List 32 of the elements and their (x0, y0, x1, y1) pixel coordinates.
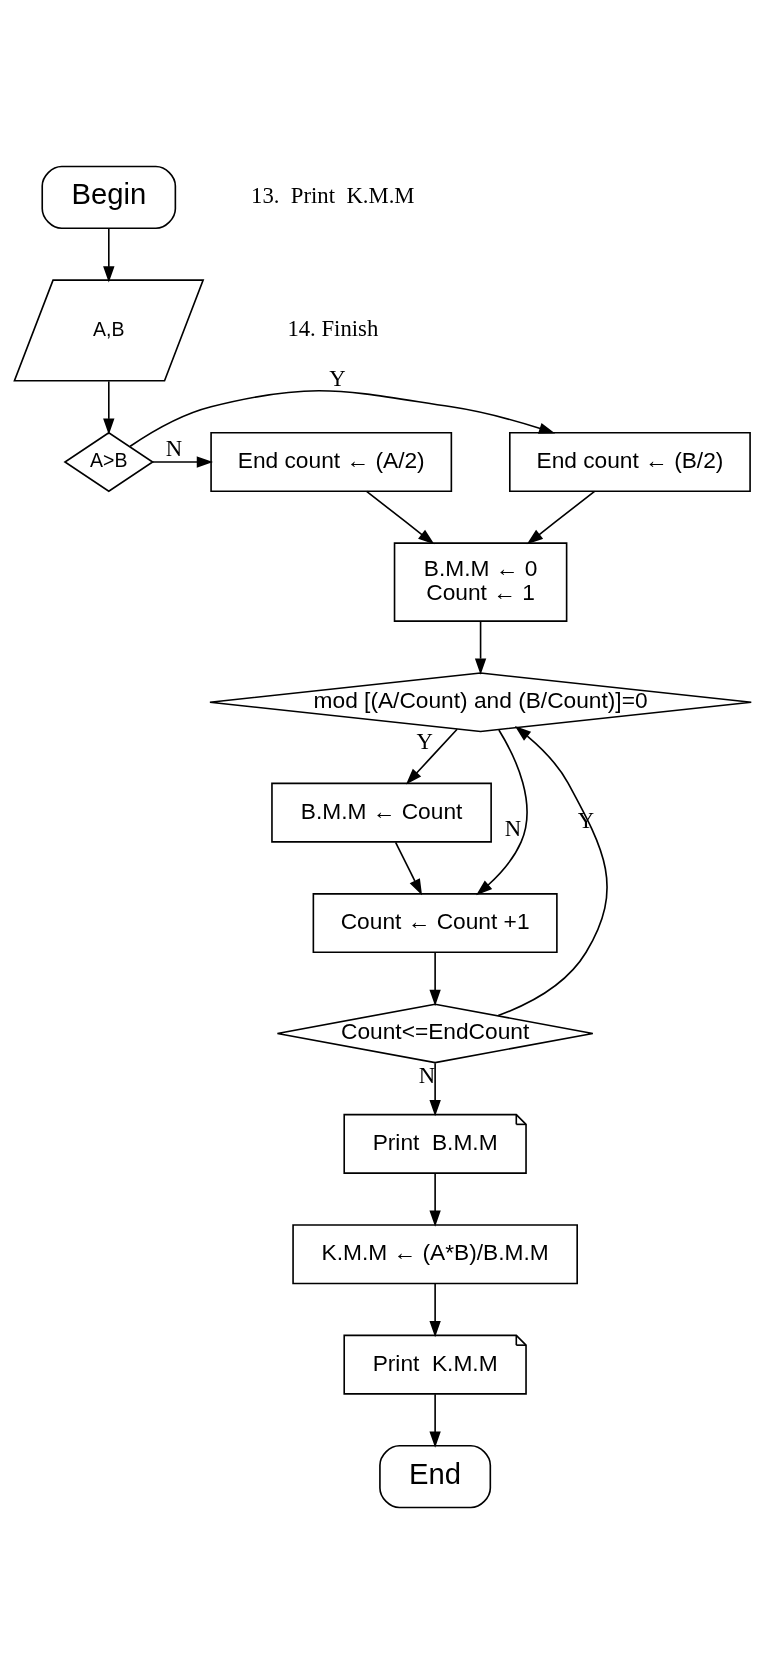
edge-label: N (504, 815, 522, 841)
node-box: Count ← Count +1 (312, 893, 558, 954)
arrow (129, 390, 556, 448)
node-box: Begin (41, 165, 177, 229)
arrow (429, 1172, 441, 1227)
node-diamond: A>B (63, 431, 155, 493)
arrow (526, 490, 596, 545)
arrow (394, 841, 423, 896)
arrow (405, 728, 458, 785)
arrow (151, 456, 213, 468)
edge-label: Y (329, 365, 346, 391)
node-box: End count ← (A/2) (210, 431, 453, 492)
arrow (474, 620, 487, 675)
arrow (365, 490, 435, 545)
arrow (429, 1393, 441, 1448)
arrow (497, 726, 608, 1017)
arrow (476, 729, 528, 896)
arrow (429, 1283, 441, 1338)
arrow (429, 1062, 441, 1117)
node-box: End count ← (B/2) (509, 431, 751, 492)
node-box: End (379, 1445, 492, 1509)
label: 14. Finish (287, 316, 379, 342)
node-box: K.M.M ← (A*B)/B.M.M (292, 1224, 578, 1285)
arrow (429, 952, 441, 1006)
node-box: B.M.M ← Count (271, 782, 492, 843)
node-box: B.M.M ← 0 Count ← 1 (393, 542, 568, 622)
node-diamond: Count<=EndCount (276, 1003, 594, 1064)
arrow (103, 380, 115, 435)
node-diamond: mod [(A/Count) and (B/Count)]=0 (209, 672, 753, 733)
label: 13. Print K.M.M (251, 183, 415, 209)
arrow (103, 227, 115, 283)
edge-label: N (165, 435, 183, 461)
